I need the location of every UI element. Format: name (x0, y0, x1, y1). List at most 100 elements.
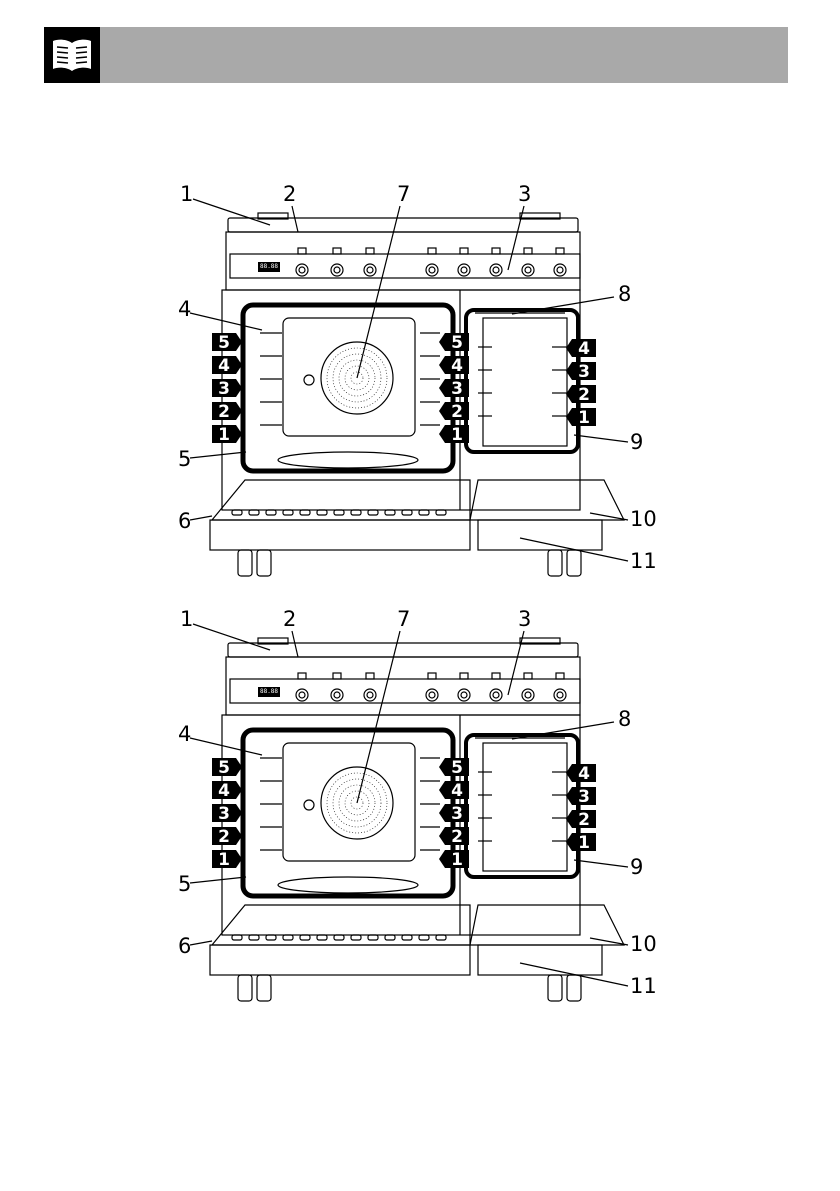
callout-number: 6 (178, 509, 191, 533)
callout-number: 1 (180, 182, 193, 206)
cooker-body (222, 290, 580, 510)
rack-level-label: 3 (578, 787, 590, 807)
callout-number: 10 (630, 932, 657, 956)
door-vent-slot (368, 935, 378, 940)
callout-leader (190, 452, 246, 458)
rack-level-label: 1 (578, 833, 590, 853)
callout-leader (190, 313, 262, 330)
callout-leader (190, 516, 212, 520)
storage-drawer-left (210, 945, 470, 975)
knob-symbol-icon (428, 248, 436, 254)
control-knob-center (461, 692, 467, 698)
door-vent-slot (436, 935, 446, 940)
door-vent-slot (232, 510, 242, 515)
knob-symbol-icon (460, 248, 468, 254)
rack-level-label: 5 (451, 333, 463, 353)
base-element (278, 877, 418, 893)
cooker-foot (548, 975, 562, 1001)
cooker-foot (257, 975, 271, 1001)
oven-back-panel (283, 743, 415, 861)
callout-number: 2 (283, 607, 296, 631)
knob-symbol-icon (366, 248, 374, 254)
callout-leader (190, 941, 212, 945)
control-knob (522, 689, 534, 701)
oven-back-panel (283, 318, 415, 436)
door-vent-slot (419, 510, 429, 515)
control-knob (296, 264, 308, 276)
callout-number: 11 (630, 549, 657, 573)
knob-symbol-icon (333, 673, 341, 679)
main-oven-door (212, 905, 470, 945)
door-vent-slot (402, 935, 412, 940)
knob-strip (230, 254, 580, 278)
callout-number: 6 (178, 934, 191, 958)
base-element (278, 452, 418, 468)
knob-symbol-icon (492, 248, 500, 254)
door-vent-slot (300, 935, 310, 940)
callout-number: 4 (178, 297, 191, 321)
callout-number: 11 (630, 974, 657, 998)
main-oven-cavity (243, 730, 453, 896)
door-vent-slot (232, 935, 242, 940)
control-knob (554, 264, 566, 276)
rack-level-label: 2 (451, 827, 463, 847)
knob-symbol-icon (524, 248, 532, 254)
knob-symbol-icon (460, 673, 468, 679)
callout-leader (508, 631, 524, 695)
control-panel (226, 232, 580, 290)
control-knob-center (299, 267, 305, 273)
knob-symbol-icon (556, 673, 564, 679)
callout-leader (292, 206, 298, 232)
callout-leader (508, 206, 524, 270)
callout-number: 5 (178, 872, 191, 896)
door-vent-slot (385, 510, 395, 515)
rack-level-label: 5 (218, 758, 230, 778)
door-vent-slot (436, 510, 446, 515)
door-vent-slot (419, 935, 429, 940)
rack-level-label: 2 (451, 402, 463, 422)
cooker-foot (548, 550, 562, 576)
control-knob-center (334, 692, 340, 698)
secondary-oven-back (483, 318, 567, 446)
cooker-foot (238, 550, 252, 576)
door-vent-slot (385, 935, 395, 940)
door-vent-slot (368, 510, 378, 515)
knob-symbol-icon (298, 673, 306, 679)
storage-drawer-left (210, 520, 470, 550)
rack-level-label: 3 (218, 804, 230, 824)
callout-number: 7 (397, 182, 410, 206)
rack-level-label: 1 (578, 408, 590, 428)
callout-number: 9 (630, 430, 643, 454)
rack-level-label: 3 (218, 379, 230, 399)
open-book-icon (44, 27, 100, 83)
rack-level-label: 4 (578, 764, 590, 784)
callout-leader (193, 624, 270, 650)
control-knob-center (334, 267, 340, 273)
control-knob (364, 264, 376, 276)
callout-leader (292, 631, 298, 657)
control-knob (490, 264, 502, 276)
storage-drawer (478, 520, 602, 550)
door-vent-slot (283, 935, 293, 940)
door-vent-slot (334, 935, 344, 940)
rack-level-label: 4 (218, 781, 230, 801)
rack-level-label: 1 (451, 425, 463, 445)
knob-symbol-icon (298, 248, 306, 254)
control-knob-center (493, 692, 499, 698)
rack-level-label: 3 (451, 379, 463, 399)
door-vent-slot (266, 510, 276, 515)
clock-display-text: 88.88 (260, 263, 278, 270)
door-vent-slot (283, 510, 293, 515)
rack-level-label: 1 (451, 850, 463, 870)
clock-display-text: 88.88 (260, 688, 278, 695)
rack-level-label: 2 (218, 827, 230, 847)
storage-drawer (478, 945, 602, 975)
door-vent-slot (351, 935, 361, 940)
door-vent-slot (334, 510, 344, 515)
door-vent-slot (266, 935, 276, 940)
knob-symbol-icon (333, 248, 341, 254)
rack-level-label: 4 (578, 339, 590, 359)
